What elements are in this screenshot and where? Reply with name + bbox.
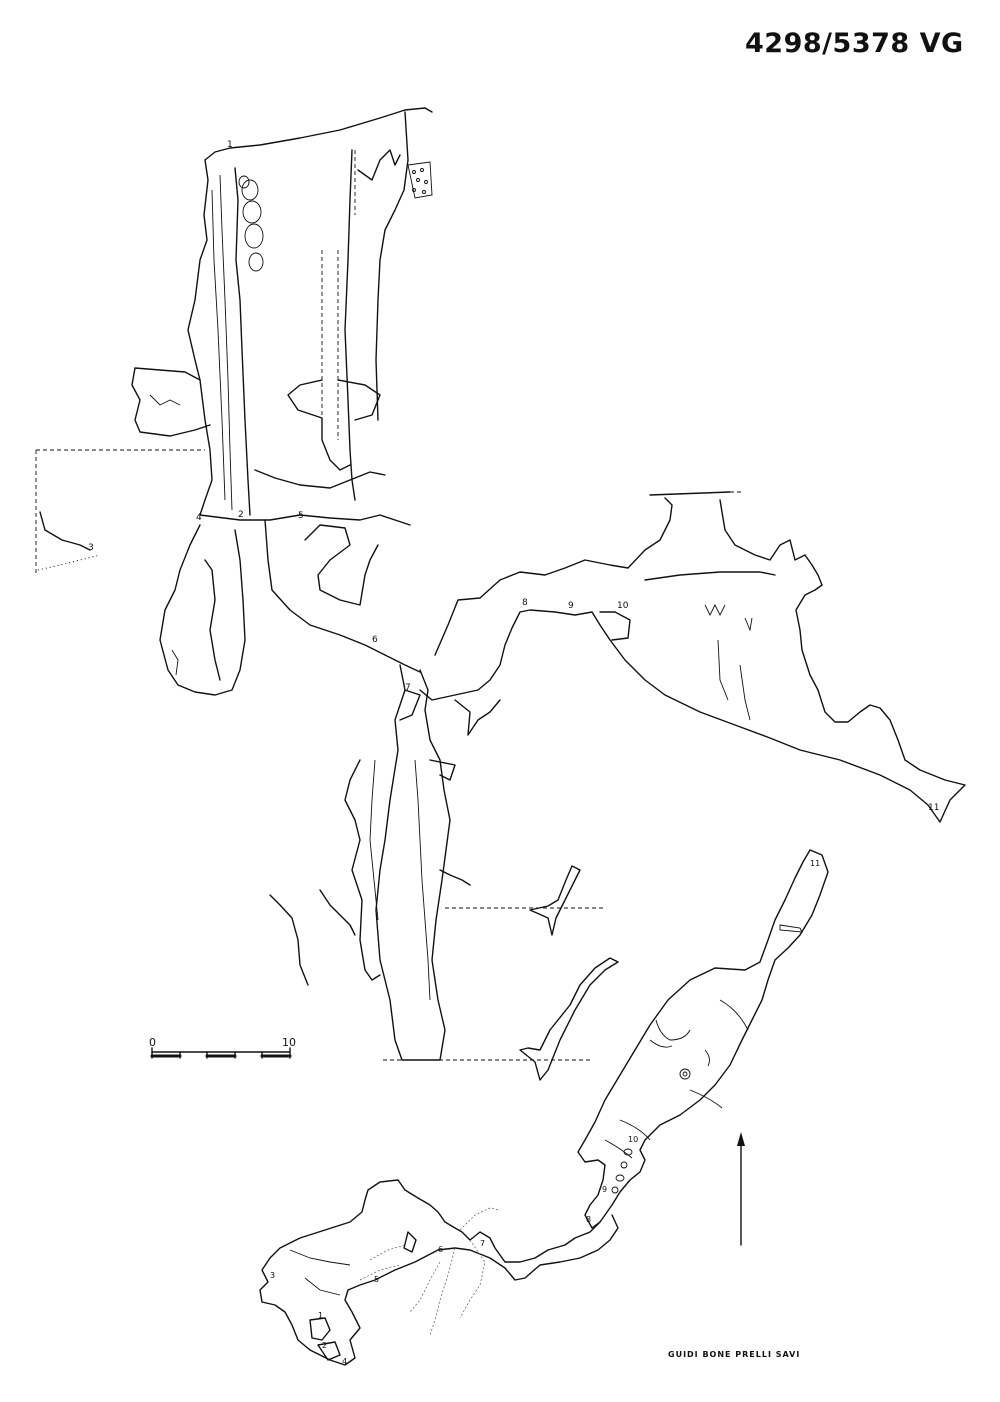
plan-lower-passage xyxy=(259,1179,619,1366)
plan-station-8: 8 xyxy=(586,1215,591,1224)
elevation-station-10: 10 xyxy=(617,601,629,611)
elevation-station-3: 3 xyxy=(88,543,94,553)
elevation-station-6: 6 xyxy=(372,635,378,645)
plan-station-9: 9 xyxy=(602,1185,607,1194)
elevation-mid-chamber xyxy=(287,379,351,471)
plan-station-10: 10 xyxy=(628,1135,638,1144)
plan-station-3: 3 xyxy=(270,1271,275,1280)
elevation-central-shaft xyxy=(344,149,356,501)
scale-end-label: 10 xyxy=(282,1036,296,1049)
scale-bar: 0 10 xyxy=(149,1036,296,1059)
elevation-station-2: 2 xyxy=(238,510,244,520)
survey-code: 5378 VG xyxy=(832,28,964,59)
plan-constriction-beads xyxy=(611,1148,633,1194)
elevation-station-9: 9 xyxy=(568,601,574,611)
elevation-station-1: 1 xyxy=(227,140,233,150)
elevation-section xyxy=(35,107,966,1081)
north-arrow-icon xyxy=(737,1132,745,1246)
plan-station-11: 11 xyxy=(810,859,820,868)
survey-number: 4298 xyxy=(745,28,823,59)
plan-station-1: 1 xyxy=(318,1311,323,1320)
elevation-station-5: 5 xyxy=(298,511,304,521)
elevation-left-chamber xyxy=(131,367,211,437)
plan-station-5: 5 xyxy=(374,1275,379,1284)
elevation-station-4: 4 xyxy=(196,513,202,523)
plan-station-labels: 1 2 3 4 5 6 7 8 9 10 11 xyxy=(270,859,820,1366)
survey-title: 4298/5378 VG xyxy=(745,28,964,59)
elevation-middle-level xyxy=(199,514,411,526)
elevation-boulder-chain xyxy=(238,175,264,272)
plan-view xyxy=(259,849,829,1366)
plan-station-2: 2 xyxy=(322,1341,327,1350)
elevation-right-shaft xyxy=(375,111,409,421)
elevation-right-gallery-roof xyxy=(434,497,673,656)
elevation-lower-shaft xyxy=(375,664,451,1061)
elevation-left-shaft xyxy=(187,159,213,516)
survey-separator: / xyxy=(822,28,833,59)
elevation-station-7: 7 xyxy=(405,683,411,693)
elevation-station-11: 11 xyxy=(928,803,939,813)
plan-lower-level-overlay xyxy=(409,1207,501,1336)
plan-station-6: 6 xyxy=(438,1245,443,1254)
elevation-station-labels: 1 2 3 4 5 6 7 8 9 10 11 xyxy=(88,140,939,813)
elevation-surface-line xyxy=(204,107,433,161)
elevation-lower-left-branch xyxy=(159,524,246,696)
elevation-station-8: 8 xyxy=(522,598,528,608)
plan-main-chamber xyxy=(577,849,829,1229)
plan-station-4: 4 xyxy=(342,1357,347,1366)
plan-station-7: 7 xyxy=(480,1239,485,1248)
elevation-right-gallery-floor xyxy=(419,584,966,823)
elevation-scree-patch xyxy=(407,161,433,199)
survey-authors: GUIDI BONE PRELLI SAVI xyxy=(668,1350,801,1359)
elevation-left-shaft-inner xyxy=(234,167,251,516)
scale-start-label: 0 xyxy=(149,1036,156,1049)
